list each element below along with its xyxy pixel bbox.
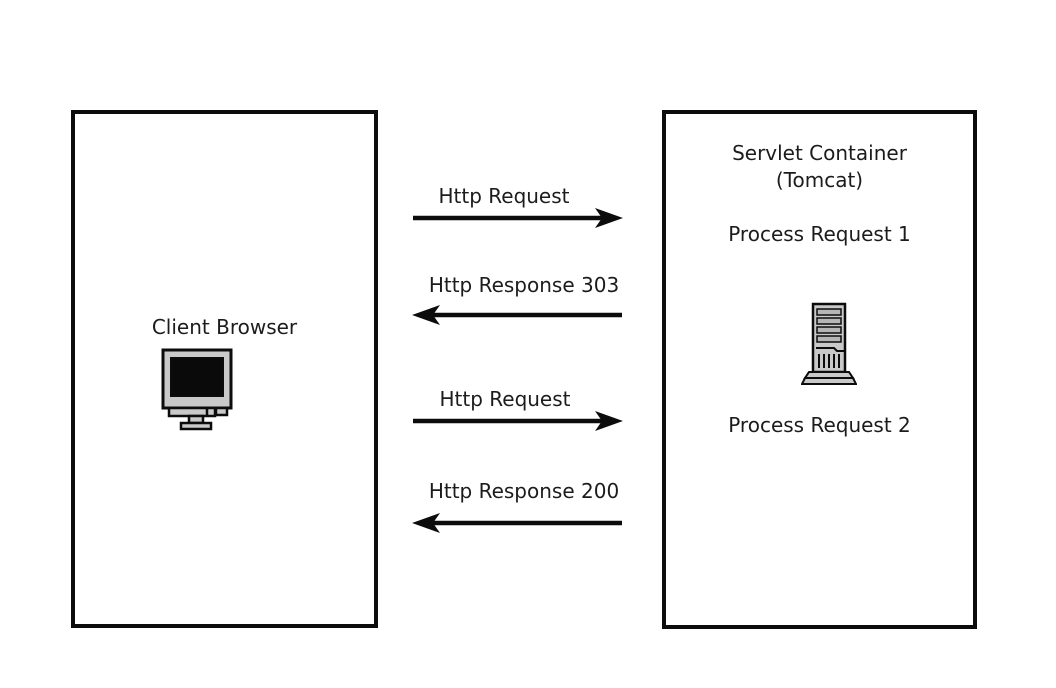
process-request-1-label: Process Request 1 xyxy=(728,222,911,246)
servlet-container-box: Servlet Container (Tomcat) Process Reque… xyxy=(662,110,977,629)
process-request-2-label: Process Request 2 xyxy=(728,413,911,437)
message-3-right-arrow-icon xyxy=(413,411,623,431)
server-tower-icon xyxy=(801,302,857,385)
message-4-left-arrow-icon xyxy=(412,513,622,533)
client-browser-box: Client Browser xyxy=(71,110,378,628)
message-2-label: Http Response 303 xyxy=(428,273,620,297)
message-2-left-arrow-icon xyxy=(412,305,622,325)
message-4-label: Http Response 200 xyxy=(428,479,620,503)
message-1-label: Http Request xyxy=(438,184,570,208)
client-browser-label: Client Browser xyxy=(151,315,298,339)
desktop-monitor-icon xyxy=(161,348,233,431)
server-title-line2: (Tomcat) xyxy=(775,168,864,192)
server-title-line1: Servlet Container xyxy=(732,141,907,165)
server-box-title: Servlet Container (Tomcat) xyxy=(666,140,973,194)
message-3-label: Http Request xyxy=(439,387,571,411)
message-1-right-arrow-icon xyxy=(413,208,623,228)
